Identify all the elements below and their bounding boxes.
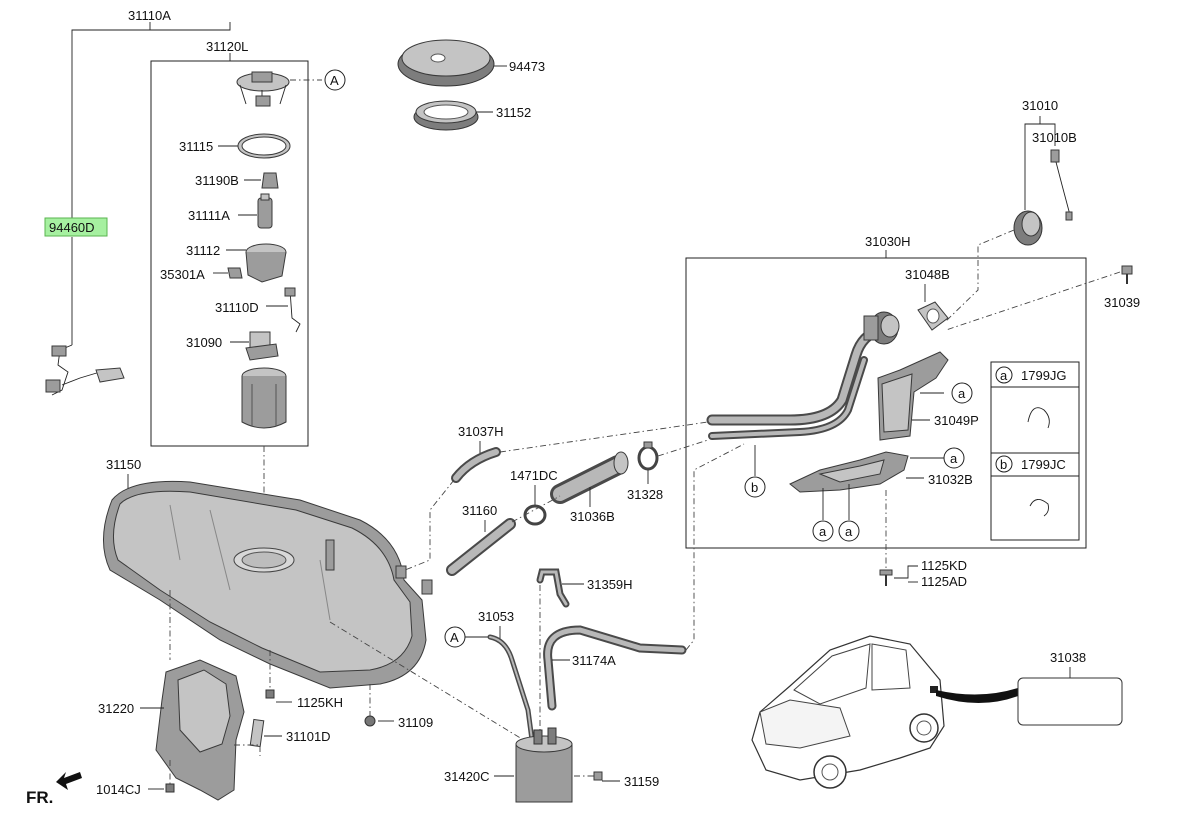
- label-31159: 31159: [624, 774, 659, 789]
- label-31010B: 31010B: [1032, 130, 1077, 145]
- label-31152: 31152: [496, 105, 531, 120]
- vent-tube-31053: [487, 634, 535, 743]
- fuel-tank-31150: [102, 480, 433, 689]
- label-1799JC: 1799JC: [1021, 457, 1066, 472]
- vehicle-illustration: [751, 635, 945, 789]
- label-31115: 31115: [179, 139, 213, 154]
- label-94473: 94473: [509, 59, 545, 74]
- nut-31109: [364, 715, 376, 727]
- highlight-94460D: [44, 217, 108, 237]
- label-31053: 31053: [478, 609, 514, 624]
- bolt-1125AD: [879, 569, 893, 586]
- legend-a: a: [1000, 368, 1008, 383]
- bolt-1125KH: [265, 689, 275, 699]
- label-31036B: 31036B: [570, 509, 615, 524]
- wire-31110D: [289, 289, 301, 333]
- legend-b: b: [1000, 457, 1007, 472]
- pump-bracket-31112: [226, 243, 287, 283]
- label-31359H: 31359H: [587, 577, 633, 592]
- lock-ring-31152: [413, 100, 493, 131]
- bolt-31159: [593, 771, 603, 781]
- filter-31190B: [261, 172, 279, 189]
- label-31112: 31112: [186, 243, 220, 258]
- front-arrow-icon: [56, 772, 82, 790]
- pipe-31160: [446, 518, 516, 576]
- bracket-31032B: [789, 451, 909, 493]
- callout-a-2: a: [950, 451, 958, 466]
- cap-tether-31010B: [1050, 149, 1073, 221]
- callout-a-4: a: [845, 524, 853, 539]
- label-31032B: 31032B: [928, 472, 973, 487]
- pump-reservoir: [241, 367, 287, 429]
- label-31111A: 31111A: [188, 208, 230, 223]
- hose-31174A: [543, 625, 687, 711]
- label-31110D: 31110D: [215, 300, 259, 315]
- label-31039: 31039: [1104, 295, 1140, 310]
- callout-A-bottom: A: [450, 630, 459, 645]
- label-31037H: 31037H: [458, 424, 504, 439]
- label-plate-31101D: [249, 718, 265, 748]
- label-1125AD: 1125AD: [921, 574, 967, 589]
- pump-flange: [236, 71, 290, 107]
- label-31328: 31328: [627, 487, 663, 502]
- callout-a-1: a: [958, 386, 966, 401]
- label-31101D: 31101D: [286, 729, 331, 744]
- label-pointer: [936, 688, 1018, 703]
- clip-legend: a 1799JG b 1799JC: [990, 361, 1080, 541]
- heat-protector-31220: [155, 659, 245, 801]
- label-31174A: 31174A: [572, 653, 616, 668]
- fuel-level-sender: [45, 344, 125, 396]
- pump-module-frame: [150, 60, 309, 447]
- label-31420C: 31420C: [444, 769, 490, 784]
- filler-hose-31036B: [550, 451, 629, 504]
- label-1471DC: 1471DC: [510, 468, 558, 483]
- label-31048B: 31048B: [905, 267, 950, 282]
- label-31109: 31109: [398, 715, 433, 730]
- label-1799JG: 1799JG: [1021, 368, 1067, 383]
- label-31160: 31160: [462, 503, 497, 518]
- cover-plate-94473: [397, 39, 507, 87]
- clamp-1471DC: [523, 504, 547, 526]
- vent-hose-31037H: [451, 447, 501, 483]
- label-31150: 31150: [106, 457, 141, 472]
- label-31030H: 31030H: [865, 234, 911, 249]
- label-31090: 31090: [186, 335, 222, 350]
- gasket-31048B: [917, 301, 949, 331]
- label-1125KH: 1125KH: [297, 695, 343, 710]
- label-31049P: 31049P: [934, 413, 979, 428]
- label-1125KD: 1125KD: [921, 558, 967, 573]
- label-31010: 31010: [1022, 98, 1058, 113]
- hose-31359H: [536, 568, 570, 608]
- label-94460D[interactable]: 94460D: [49, 220, 95, 235]
- pump-module-group: 31110A 31120L 94460D A: [44, 8, 346, 560]
- bolt-1014CJ: [165, 783, 175, 793]
- label-31190B: 31190B: [195, 173, 239, 188]
- sensor-35301A: [227, 267, 243, 279]
- label-1014CJ: 1014CJ: [96, 782, 141, 797]
- reservoir-cover-31090: [230, 331, 279, 361]
- filler-neck-pipe-31030H: [706, 311, 900, 440]
- canister-31420C: [515, 727, 573, 803]
- callout-a-3: a: [819, 524, 827, 539]
- label-31038: 31038: [1050, 650, 1086, 665]
- label-sticker-31038: [1017, 677, 1123, 726]
- bolt-31039: [1121, 265, 1133, 284]
- fuel-pump-31111A: [257, 197, 273, 229]
- label-31220: 31220: [98, 701, 134, 716]
- label-35301A: 35301A: [160, 267, 205, 282]
- clamp-31328: [637, 441, 659, 471]
- callout-A-top: A: [330, 73, 339, 88]
- callout-b: b: [751, 480, 758, 495]
- label-31110A: 31110A: [128, 8, 171, 23]
- heat-shield-31049P: [877, 351, 949, 441]
- fuel-cap-31010: [1013, 210, 1043, 246]
- label-fr: FR.: [26, 788, 53, 807]
- label-31120L: 31120L: [206, 39, 248, 54]
